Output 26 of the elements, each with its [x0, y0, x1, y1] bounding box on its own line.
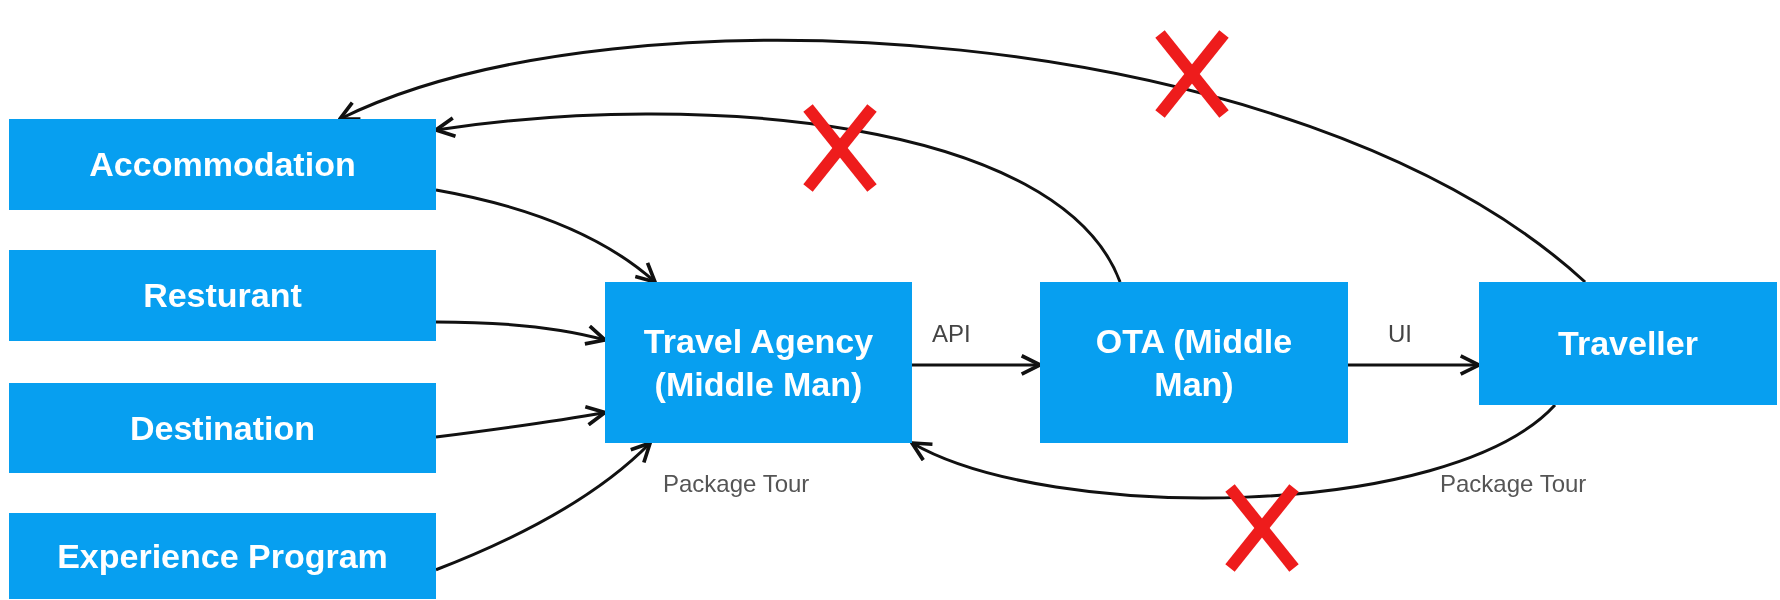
caption-text: Package Tour	[1440, 472, 1587, 496]
arrow	[435, 188, 657, 284]
arrow	[910, 403, 1556, 500]
box-label: Experience Program	[57, 535, 388, 577]
box-label: Traveller	[1558, 323, 1698, 365]
process-box	[605, 282, 912, 443]
box-label: Travel Agency (Middle Man)	[642, 321, 875, 405]
arrow	[435, 441, 652, 572]
process-box	[9, 119, 436, 210]
edge-label: API	[932, 322, 971, 346]
box-label: Destination	[129, 407, 316, 449]
box-label: OTA (Middle Man)	[1094, 321, 1294, 405]
process-box	[1479, 282, 1777, 405]
arrow	[435, 404, 607, 439]
box-label: Accommodation	[89, 144, 356, 186]
process-box	[1040, 282, 1348, 443]
box-label: Resturant	[143, 275, 302, 317]
arrow	[1348, 354, 1481, 376]
caption-text: Package Tour	[663, 472, 810, 496]
process-box	[9, 250, 436, 341]
arrow	[338, 39, 1586, 284]
arrow	[436, 320, 607, 347]
arrow	[912, 353, 1042, 376]
process-box	[9, 513, 436, 599]
edge-label: UI	[1388, 322, 1412, 346]
process-box	[9, 383, 436, 473]
